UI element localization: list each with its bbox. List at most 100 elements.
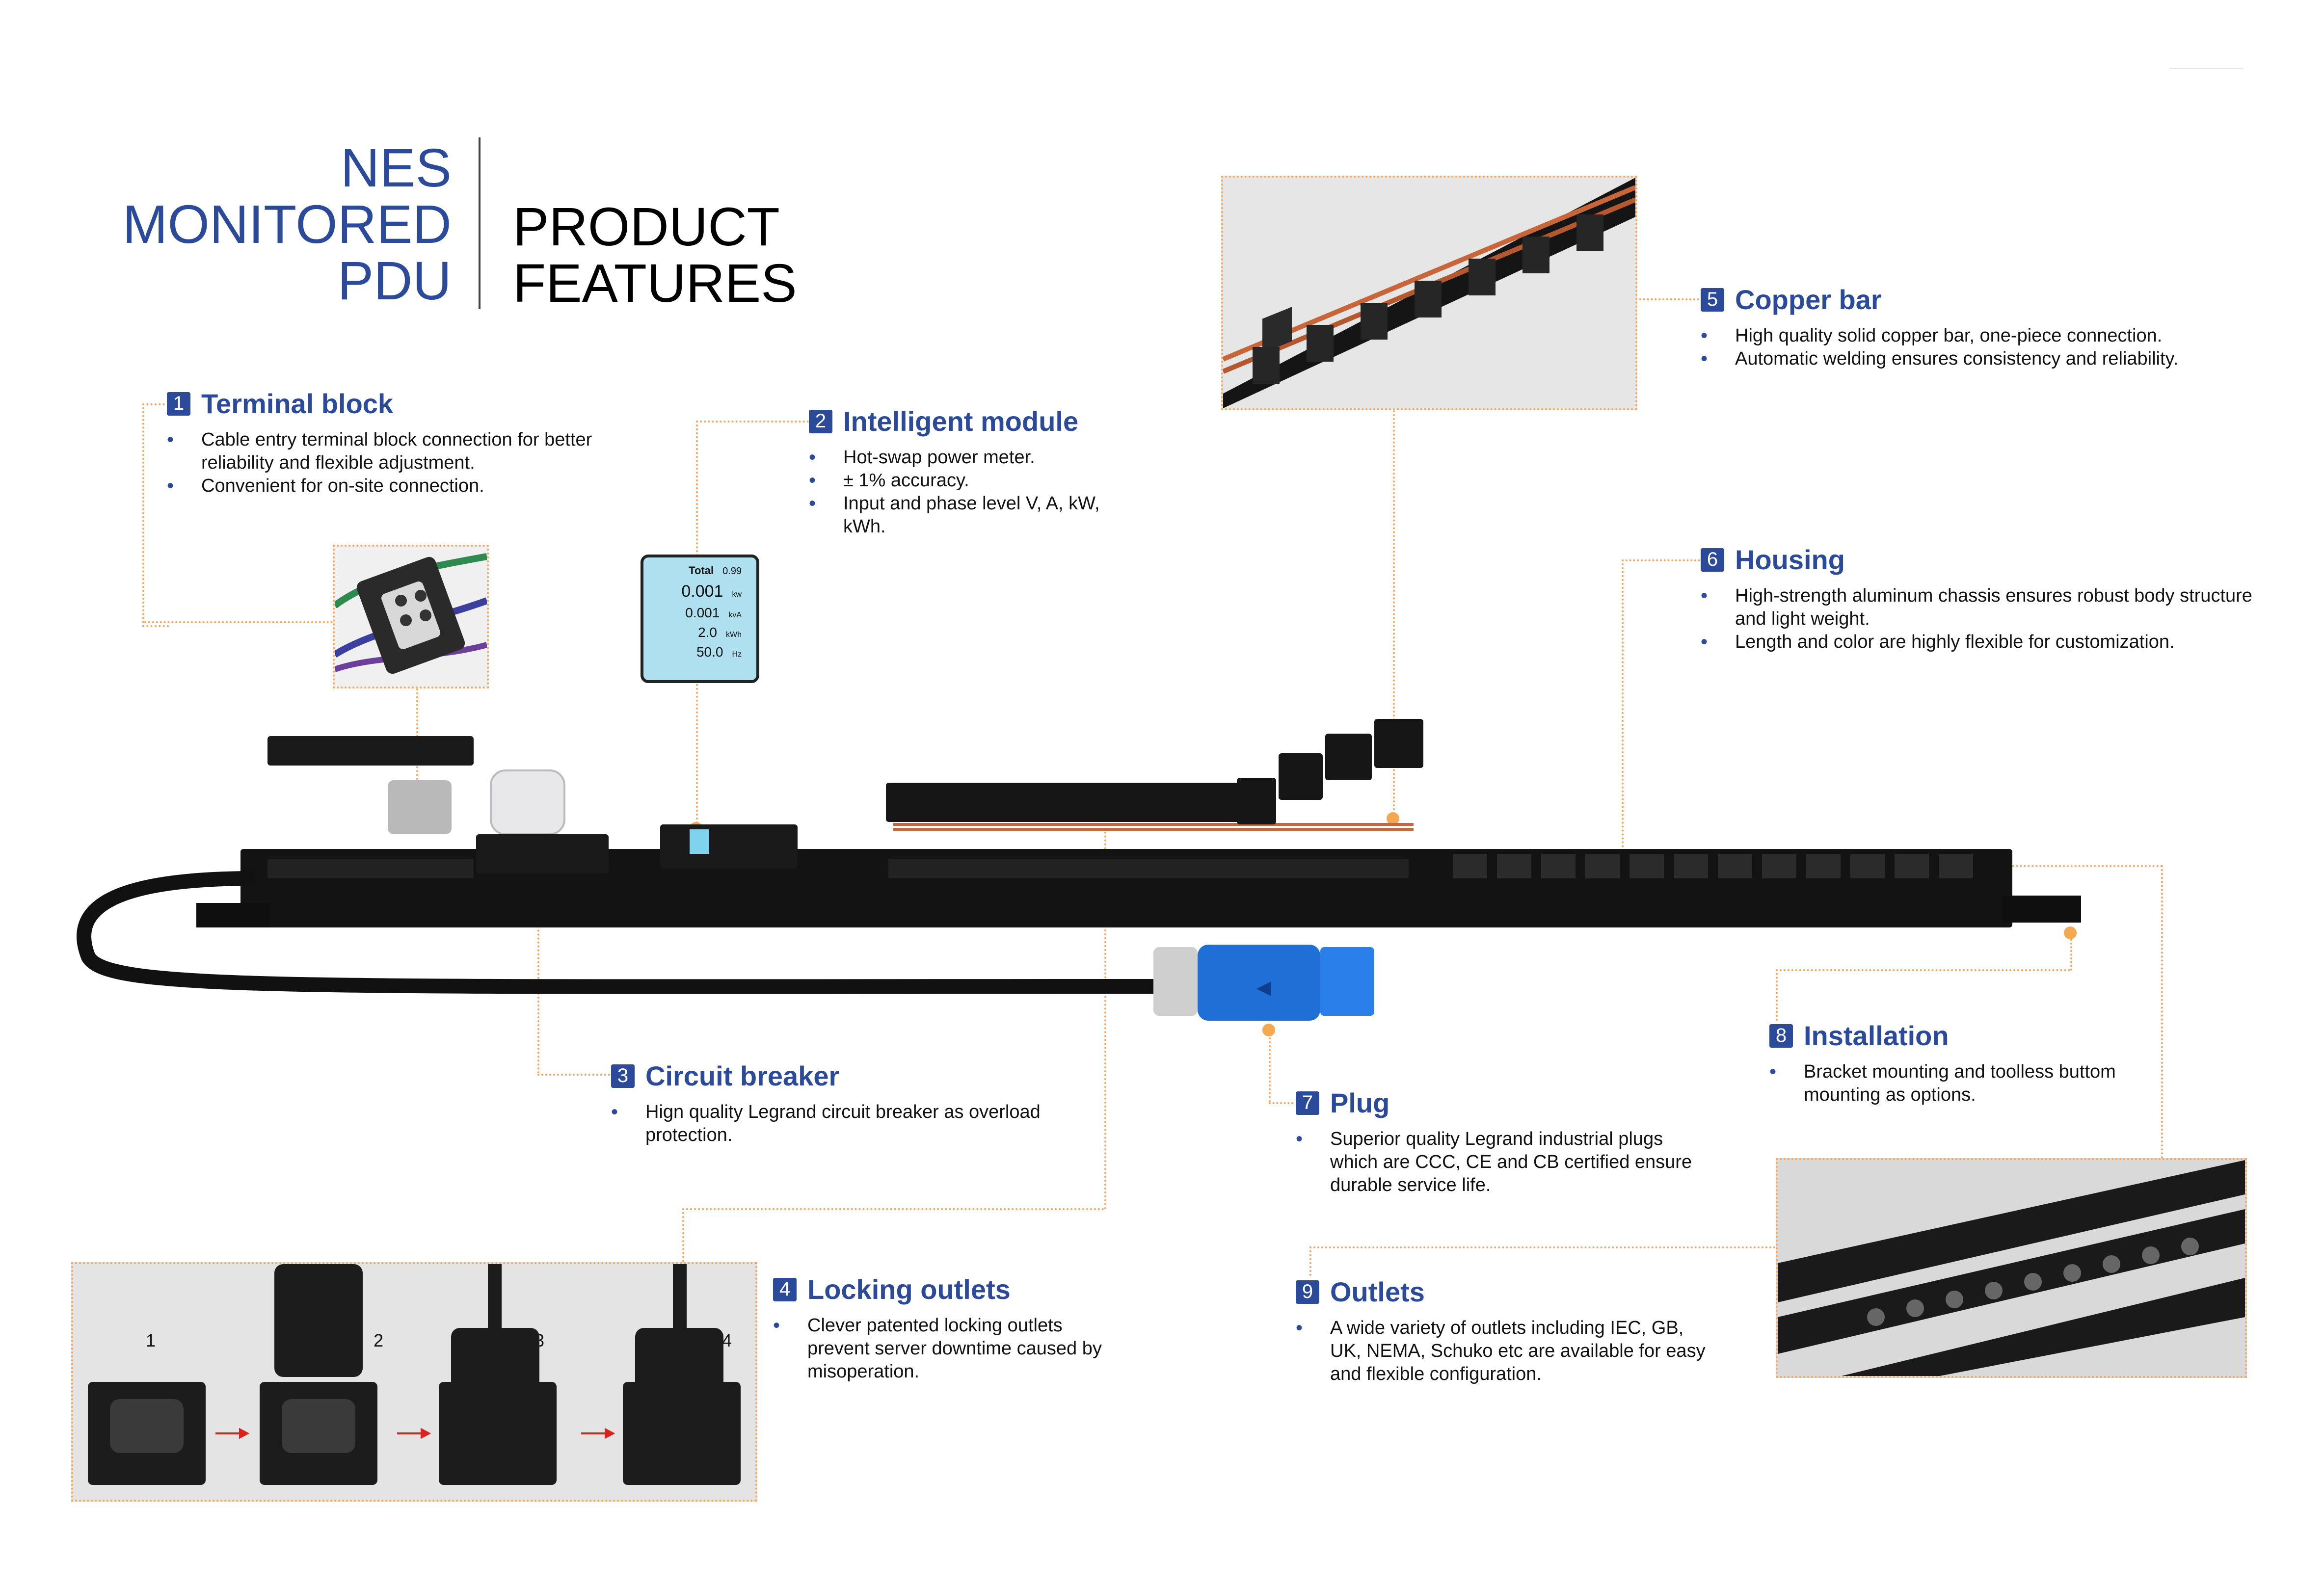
- product-line-1: PRODUCT: [513, 197, 780, 257]
- feature-2-number: 2: [809, 409, 832, 433]
- leader-7b: [1269, 1102, 1293, 1104]
- feature-6-bullet: Length and color are highly flexible for…: [1701, 631, 2260, 654]
- feature-2-bullet: Hot-swap power meter.: [809, 446, 1113, 469]
- meter-total-label: Total: [689, 564, 714, 577]
- feature-5-bullet: High quality solid copper bar, one-piece…: [1701, 324, 2250, 347]
- meter-unit-hz: Hz: [732, 650, 742, 659]
- brand-line-1: NES: [340, 138, 452, 198]
- leader-8b: [1776, 969, 1778, 1021]
- feature-2-title: Intelligent module: [843, 406, 1079, 437]
- leader-9: [1309, 1246, 1776, 1248]
- leader-2: [696, 421, 809, 423]
- feature-3-bullet: Hign quality Legrand circuit breaker as …: [611, 1101, 1063, 1147]
- leader-3: [537, 843, 539, 1074]
- meter-value-kva: 0.001: [685, 605, 720, 620]
- brand-line-3: PDU: [337, 251, 452, 311]
- corner-rule: [2169, 68, 2243, 69]
- feature-4-title: Locking outlets: [807, 1274, 1011, 1305]
- outlet-strip: [886, 783, 1247, 822]
- meter-value-kwh: 2.0: [698, 625, 717, 640]
- leader-1b: [144, 621, 333, 623]
- leader-3b: [537, 1074, 610, 1076]
- intelligent-module: [660, 824, 798, 869]
- feature-1-bullet: Convenient for on-site connection.: [167, 475, 618, 498]
- meter-unit-kva: kvA: [728, 611, 742, 619]
- feature-7: 7 Plug Superior quality Legrand industri…: [1296, 1087, 1713, 1197]
- leader-6b: [1622, 559, 1624, 910]
- callout-dot-7: [1262, 1024, 1275, 1036]
- feature-5: 5 Copper bar High quality solid copper b…: [1701, 284, 2250, 370]
- industrial-plug: [1198, 945, 1320, 1021]
- terminal-cover: [267, 736, 474, 766]
- feature-8-bullet: Bracket mounting and toolless buttom mou…: [1769, 1060, 2133, 1107]
- leader-8d: [1981, 865, 2163, 867]
- outlets-photo: [1776, 1158, 2247, 1378]
- feature-1-title: Terminal block: [201, 388, 394, 419]
- meter-total-value: 0.99: [722, 566, 742, 577]
- callout-dot-8: [2064, 926, 2077, 939]
- leader-5b: [1393, 406, 1395, 819]
- callout-dot-5: [1387, 812, 1399, 825]
- leader-7: [1269, 1030, 1271, 1102]
- feature-6-title: Housing: [1735, 544, 1845, 575]
- leader-5: [1635, 298, 1699, 300]
- leader-8c: [2070, 931, 2072, 971]
- power-meter-display: Total 0.99 0.001 kw 0.001 kvA 2.0 kWh 50…: [641, 555, 759, 683]
- feature-8-number: 8: [1769, 1024, 1793, 1048]
- feature-6-bullet: High-strength aluminum chassis ensures r…: [1701, 584, 2260, 631]
- leader-4b: [682, 1208, 1104, 1210]
- feature-2-bullet: Input and phase level V, A, kW, kWh.: [809, 492, 1113, 538]
- leader-9b: [1309, 1246, 1311, 1276]
- copper-bar-photo: [1221, 176, 1637, 410]
- feature-6-number: 6: [1701, 548, 1724, 572]
- feature-8: 8 Installation Bracket mounting and tool…: [1769, 1020, 2133, 1107]
- step-label-1: 1: [146, 1330, 156, 1350]
- locking-outlets-photo: 1 2 3 4: [71, 1262, 757, 1502]
- feature-5-bullet: Automatic welding ensures consistency an…: [1701, 347, 2250, 370]
- feature-9-title: Outlets: [1330, 1276, 1425, 1307]
- feature-2: 2 Intelligent module Hot-swap power mete…: [809, 405, 1113, 538]
- feature-7-bullet: Superior quality Legrand industrial plug…: [1296, 1128, 1713, 1197]
- feature-1: 1 Terminal block Cable entry terminal bl…: [167, 388, 618, 498]
- breaker-cover: [490, 769, 565, 835]
- feature-4-bullet: Clever patented locking outlets prevent …: [773, 1314, 1117, 1383]
- leader-6: [1622, 559, 1700, 561]
- feature-1-bullet: Cable entry terminal block connection fo…: [167, 428, 618, 475]
- feature-6: 6 Housing High-strength aluminum chassis…: [1701, 544, 2260, 654]
- meter-unit-kw: kw: [732, 590, 742, 599]
- brand-line-2: MONITORED: [122, 194, 452, 255]
- step-label-2: 2: [374, 1330, 384, 1350]
- feature-3-title: Circuit breaker: [645, 1060, 840, 1091]
- leader-1: [142, 403, 169, 627]
- header-divider: [479, 137, 481, 309]
- plug-collar: [1153, 947, 1198, 1016]
- circuit-breaker: [476, 834, 609, 873]
- leader-8e: [2161, 865, 2163, 1159]
- feature-5-title: Copper bar: [1735, 284, 1882, 315]
- step-label-4: 4: [722, 1330, 732, 1350]
- leader-4c: [682, 1208, 684, 1262]
- feature-3: 3 Circuit breaker Hign quality Legrand c…: [611, 1060, 1063, 1147]
- copper-bar-illustration: [1223, 178, 1635, 408]
- terminal-block-part: [388, 780, 452, 834]
- terminal-block-illustration: [335, 553, 487, 674]
- feature-9-number: 9: [1296, 1280, 1319, 1304]
- feature-3-number: 3: [611, 1064, 635, 1088]
- terminal-block-photo: [333, 545, 489, 688]
- feature-7-title: Plug: [1330, 1087, 1390, 1118]
- feature-9-bullet: A wide variety of outlets including IEC,…: [1296, 1317, 1713, 1386]
- feature-4-number: 4: [773, 1277, 797, 1301]
- product-line-2: FEATURES: [513, 253, 797, 314]
- feature-9: 9 Outlets A wide variety of outlets incl…: [1296, 1276, 1713, 1386]
- feature-1-number: 1: [167, 392, 190, 416]
- leader-4: [1104, 793, 1106, 1210]
- meter-unit-kwh: kWh: [726, 631, 742, 639]
- outlets-illustration: [1778, 1160, 2245, 1376]
- meter-value-hz: 50.0: [696, 644, 723, 660]
- feature-2-bullet: ± 1% accuracy.: [809, 469, 1113, 492]
- meter-value-kw: 0.001: [681, 582, 723, 601]
- power-cable: [77, 871, 1154, 994]
- feature-5-number: 5: [1701, 288, 1724, 312]
- feature-7-number: 7: [1296, 1091, 1319, 1115]
